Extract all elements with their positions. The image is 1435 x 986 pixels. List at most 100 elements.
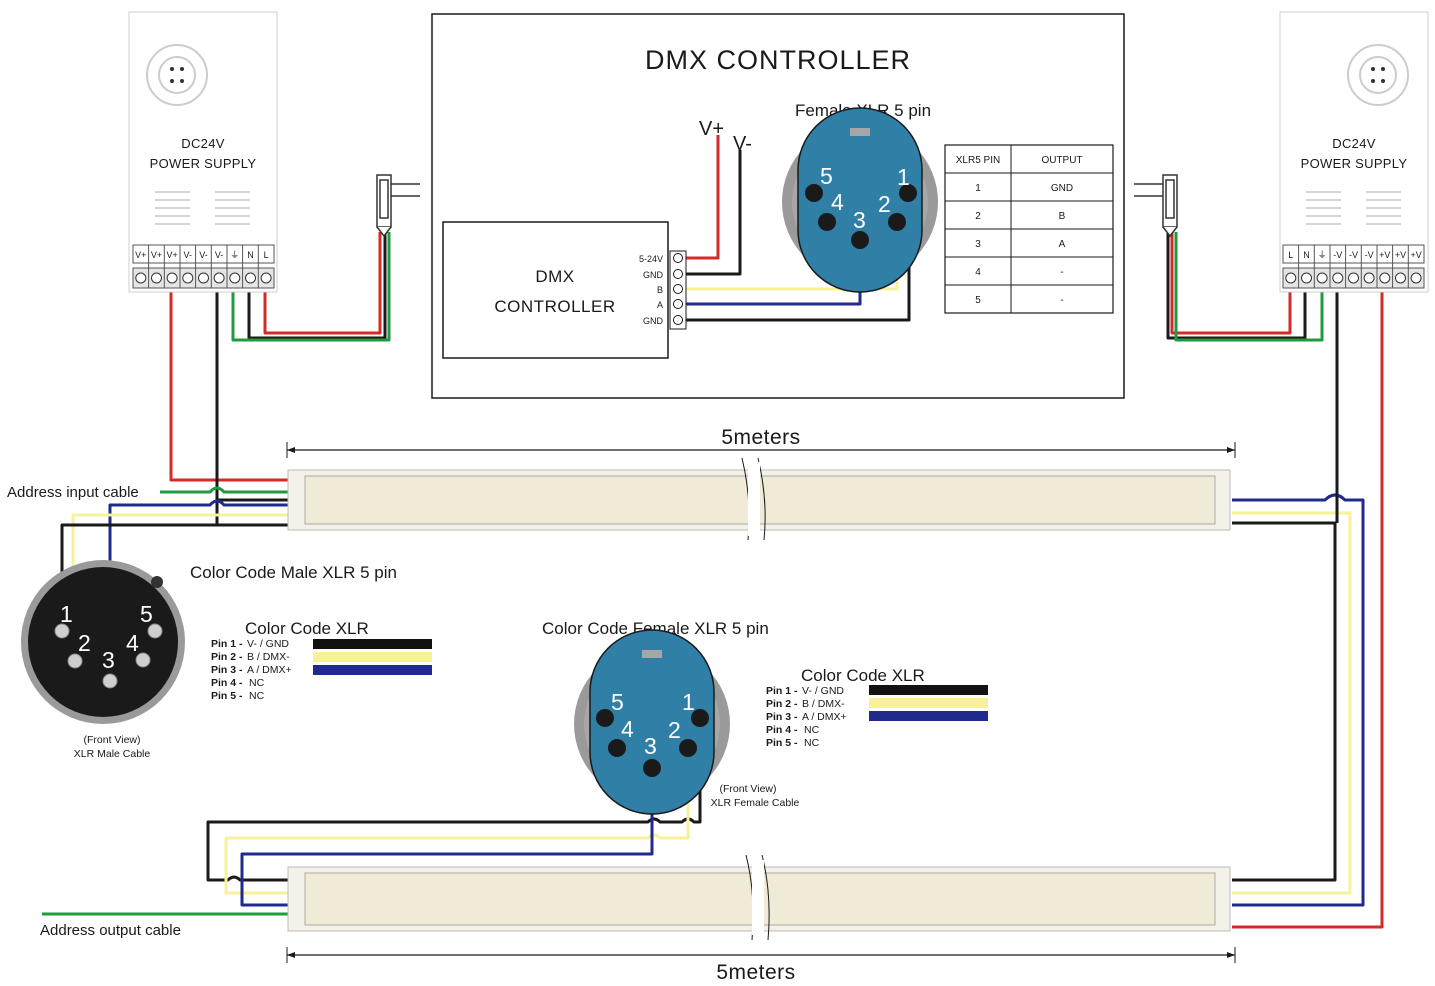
xlr-pin-label: 2 (878, 191, 891, 217)
dmx-controller-panel: DMX CONTROLLER DMX CONTROLLER 5-24V GND … (431, 13, 1125, 399)
xlr-pin-label: 1 (897, 164, 910, 190)
wire-ctrl-red (672, 135, 720, 260)
psu-right-terminal-label: N (1303, 250, 1310, 260)
psu-right-terminal-label: ⏚ (1318, 250, 1327, 260)
color-swatch-yellow (869, 698, 988, 708)
wire-psu-right-plug-green (1174, 232, 1324, 342)
vminus-label: V- (733, 133, 752, 155)
plug-left-icon (376, 174, 420, 238)
controller-box: DMX CONTROLLER 5-24V GND B A GND (442, 221, 687, 359)
plug-right-icon (1134, 174, 1178, 238)
vent-icon (1347, 44, 1409, 106)
cc-pin: Pin 5 - (211, 690, 243, 702)
cc-desc: V- / GND (247, 638, 289, 650)
wire-bottom-blue (240, 770, 654, 907)
wire-left-vplus-red (169, 288, 290, 482)
power-supply-right: DC24V POWER SUPPLY L N ⏚ -V -V -V +V +V … (1279, 11, 1429, 293)
address-output-label: Address output cable (40, 922, 181, 939)
cc-desc: NC (804, 737, 820, 749)
table-cell: 3 (975, 239, 981, 250)
color-code-right: Color Code XLR Pin 1 - V- / GND Pin 2 - … (766, 666, 988, 749)
vplus-label: V+ (699, 118, 724, 140)
led-strip-bottom: 5meters (286, 854, 1236, 984)
cc-desc: A / DMX+ (802, 711, 847, 723)
color-code-left-title: Color Code XLR (245, 619, 369, 638)
psu-left-terminal-strip: V+ V+ V+ V- V- V- ⏚ N L (132, 244, 275, 289)
xlr-pin-label: 3 (853, 207, 866, 233)
psu-right-terminal-label: L (1288, 250, 1293, 260)
controller-terminal-label: B (657, 285, 663, 295)
table-cell: 4 (975, 267, 981, 278)
psu-left-line2: POWER SUPPLY (150, 156, 257, 171)
table-cell: A (1059, 239, 1066, 250)
xlr-pin-label: 4 (621, 716, 634, 742)
pin-output-table: XLR5 PIN OUTPUT 1 GND 2 B 3 A 4 - 5 - (944, 144, 1114, 314)
psu-left-line1: DC24V (181, 136, 224, 151)
psu-left-terminal-label: V+ (151, 250, 162, 260)
led-strip-top: 5meters (286, 426, 1236, 541)
controller-terminal-label: A (657, 300, 663, 310)
psu-right-terminal-label: -V (1349, 250, 1358, 260)
xlr-pin-label: 5 (611, 689, 624, 715)
xlr-pin-label: 3 (644, 733, 657, 759)
color-code-left: Color Code XLR Pin 1 - V- / GND Pin 2 - … (211, 619, 432, 702)
xlr-pin-label: 4 (831, 189, 844, 215)
xlr-pin-label: 2 (78, 630, 91, 656)
wire-psu-left-plug-red (263, 232, 382, 335)
xlr-pin-label: 2 (668, 717, 681, 743)
wire-right-psu-red (1232, 288, 1384, 929)
female-xlr-connector-top: 1 2 3 4 5 (782, 107, 938, 293)
table-cell: - (1060, 267, 1063, 278)
psu-right-line1: DC24V (1332, 136, 1375, 151)
cc-desc: A / DMX+ (247, 664, 292, 676)
male-xlr-connector: Color Code Male XLR 5 pin 1 2 3 4 5 (Fro… (21, 560, 397, 760)
cc-desc: NC (249, 677, 265, 689)
male-xlr-title: Color Code Male XLR 5 pin (190, 563, 397, 582)
cc-desc: B / DMX- (802, 698, 845, 710)
xlr-pin-label: 1 (60, 601, 73, 627)
female-xlr-cable: XLR Female Cable (711, 797, 800, 809)
xlr-pin-label: 1 (682, 689, 695, 715)
table-cell: 5 (975, 295, 981, 306)
female-xlr-view: (Front View) (720, 783, 777, 795)
wire-left-blue (108, 499, 290, 680)
controller-terminal-label: GND (643, 270, 664, 280)
psu-left-terminal-label: V+ (135, 250, 146, 260)
color-swatch-black (313, 639, 432, 649)
power-supply-left: DC24V POWER SUPPLY V+ V+ V+ V- V- V- ⏚ N… (128, 11, 278, 293)
controller-terminal-label: 5-24V (639, 254, 663, 264)
table-header: OUTPUT (1041, 155, 1082, 166)
cc-pin: Pin 4 - (211, 677, 243, 689)
female-xlr-bottom-title: Color Code Female XLR 5 pin (542, 619, 769, 638)
cc-pin: Pin 3 - (211, 664, 243, 676)
cc-pin: Pin 5 - (766, 737, 798, 749)
xlr-pin-label: 5 (820, 163, 833, 189)
controller-label-1: DMX (535, 267, 574, 286)
controller-label-2: CONTROLLER (494, 297, 615, 316)
psu-left-terminal-label: L (264, 250, 269, 260)
xlr-pin-label: 4 (126, 630, 139, 656)
psu-left-terminal-label: N (247, 250, 254, 260)
wire-ctrl-black (672, 150, 742, 276)
table-cell: B (1059, 211, 1066, 222)
psu-right-terminal-label: +V (1379, 250, 1390, 260)
address-input-label: Address input cable (7, 484, 139, 501)
strip-bottom-length: 5meters (716, 961, 795, 984)
psu-right-line2: POWER SUPPLY (1301, 156, 1408, 171)
cc-pin: Pin 1 - (766, 685, 798, 697)
wire-left-address-green (160, 486, 290, 494)
male-xlr-cable: XLR Male Cable (74, 748, 151, 760)
panel-title: DMX CONTROLLER (645, 45, 911, 75)
controller-terminal-label: GND (643, 316, 664, 326)
color-swatch-blue (313, 665, 432, 675)
psu-right-terminal-label: -V (1365, 250, 1374, 260)
psu-left-terminal-label: V+ (166, 250, 177, 260)
psu-left-terminal-label: V- (215, 250, 224, 260)
cc-pin: Pin 4 - (766, 724, 798, 736)
psu-right-terminal-label: +V (1395, 250, 1406, 260)
cc-desc: NC (804, 724, 820, 736)
cc-desc: V- / GND (802, 685, 844, 697)
strip-top-length: 5meters (721, 426, 800, 449)
cc-pin: Pin 2 - (766, 698, 798, 710)
